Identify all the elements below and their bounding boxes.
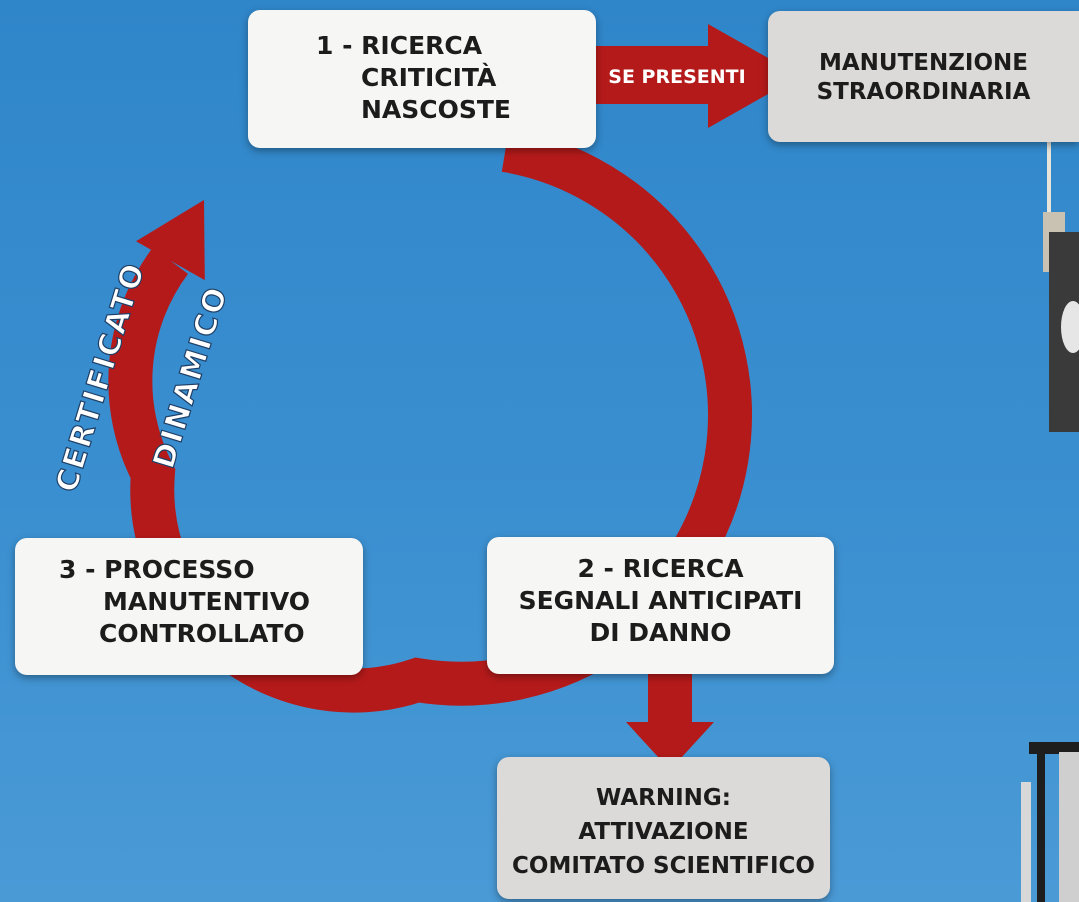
manutenzione-line-2: STRAORDINARIA	[816, 79, 1031, 105]
step-2-line-3: DI DANNO	[589, 618, 732, 647]
step-1-line-3: NASCOSTE	[361, 95, 512, 124]
warning-arrow	[626, 665, 714, 770]
cycle-ring	[108, 128, 752, 713]
step-1-box: 1 - RICERCA CRITICITÀ NASCOSTE	[248, 10, 596, 148]
step-3-title: 3 - PROCESSO	[59, 555, 255, 584]
warning-line-2: ATTIVAZIONE	[578, 819, 749, 845]
step-1-title: 1 - RICERCA	[316, 31, 483, 60]
step-2-box: 2 - RICERCA SEGNALI ANTICIPATI DI DANNO	[487, 537, 834, 674]
step-3-line-3: CONTROLLATO	[99, 619, 305, 648]
step-1-line-2: CRITICITÀ	[361, 63, 497, 92]
step-3-line-2: MANUTENTIVO	[103, 587, 311, 616]
manutenzione-line-1: MANUTENZIONE	[818, 50, 1028, 76]
cycle-arrowhead	[136, 200, 205, 281]
warning-box: WARNING: ATTIVAZIONE COMITATO SCIENTIFIC…	[497, 757, 830, 899]
warning-line-1: WARNING:	[596, 785, 731, 811]
se-presenti-arrow	[586, 24, 800, 128]
step-2-line-2: SEGNALI ANTICIPATI	[518, 586, 803, 615]
warning-line-3: COMITATO SCIENTIFICO	[512, 853, 815, 879]
manutenzione-box: MANUTENZIONE STRAORDINARIA	[768, 11, 1079, 142]
antenna-mast-top	[1043, 142, 1079, 432]
step-2-title: 2 - RICERCA	[577, 554, 744, 583]
antenna-mast-bottom	[1021, 742, 1079, 902]
se-presenti-label: SE PRESENTI	[608, 66, 746, 88]
step-3-box: 3 - PROCESSO MANUTENTIVO CONTROLLATO	[15, 538, 363, 675]
